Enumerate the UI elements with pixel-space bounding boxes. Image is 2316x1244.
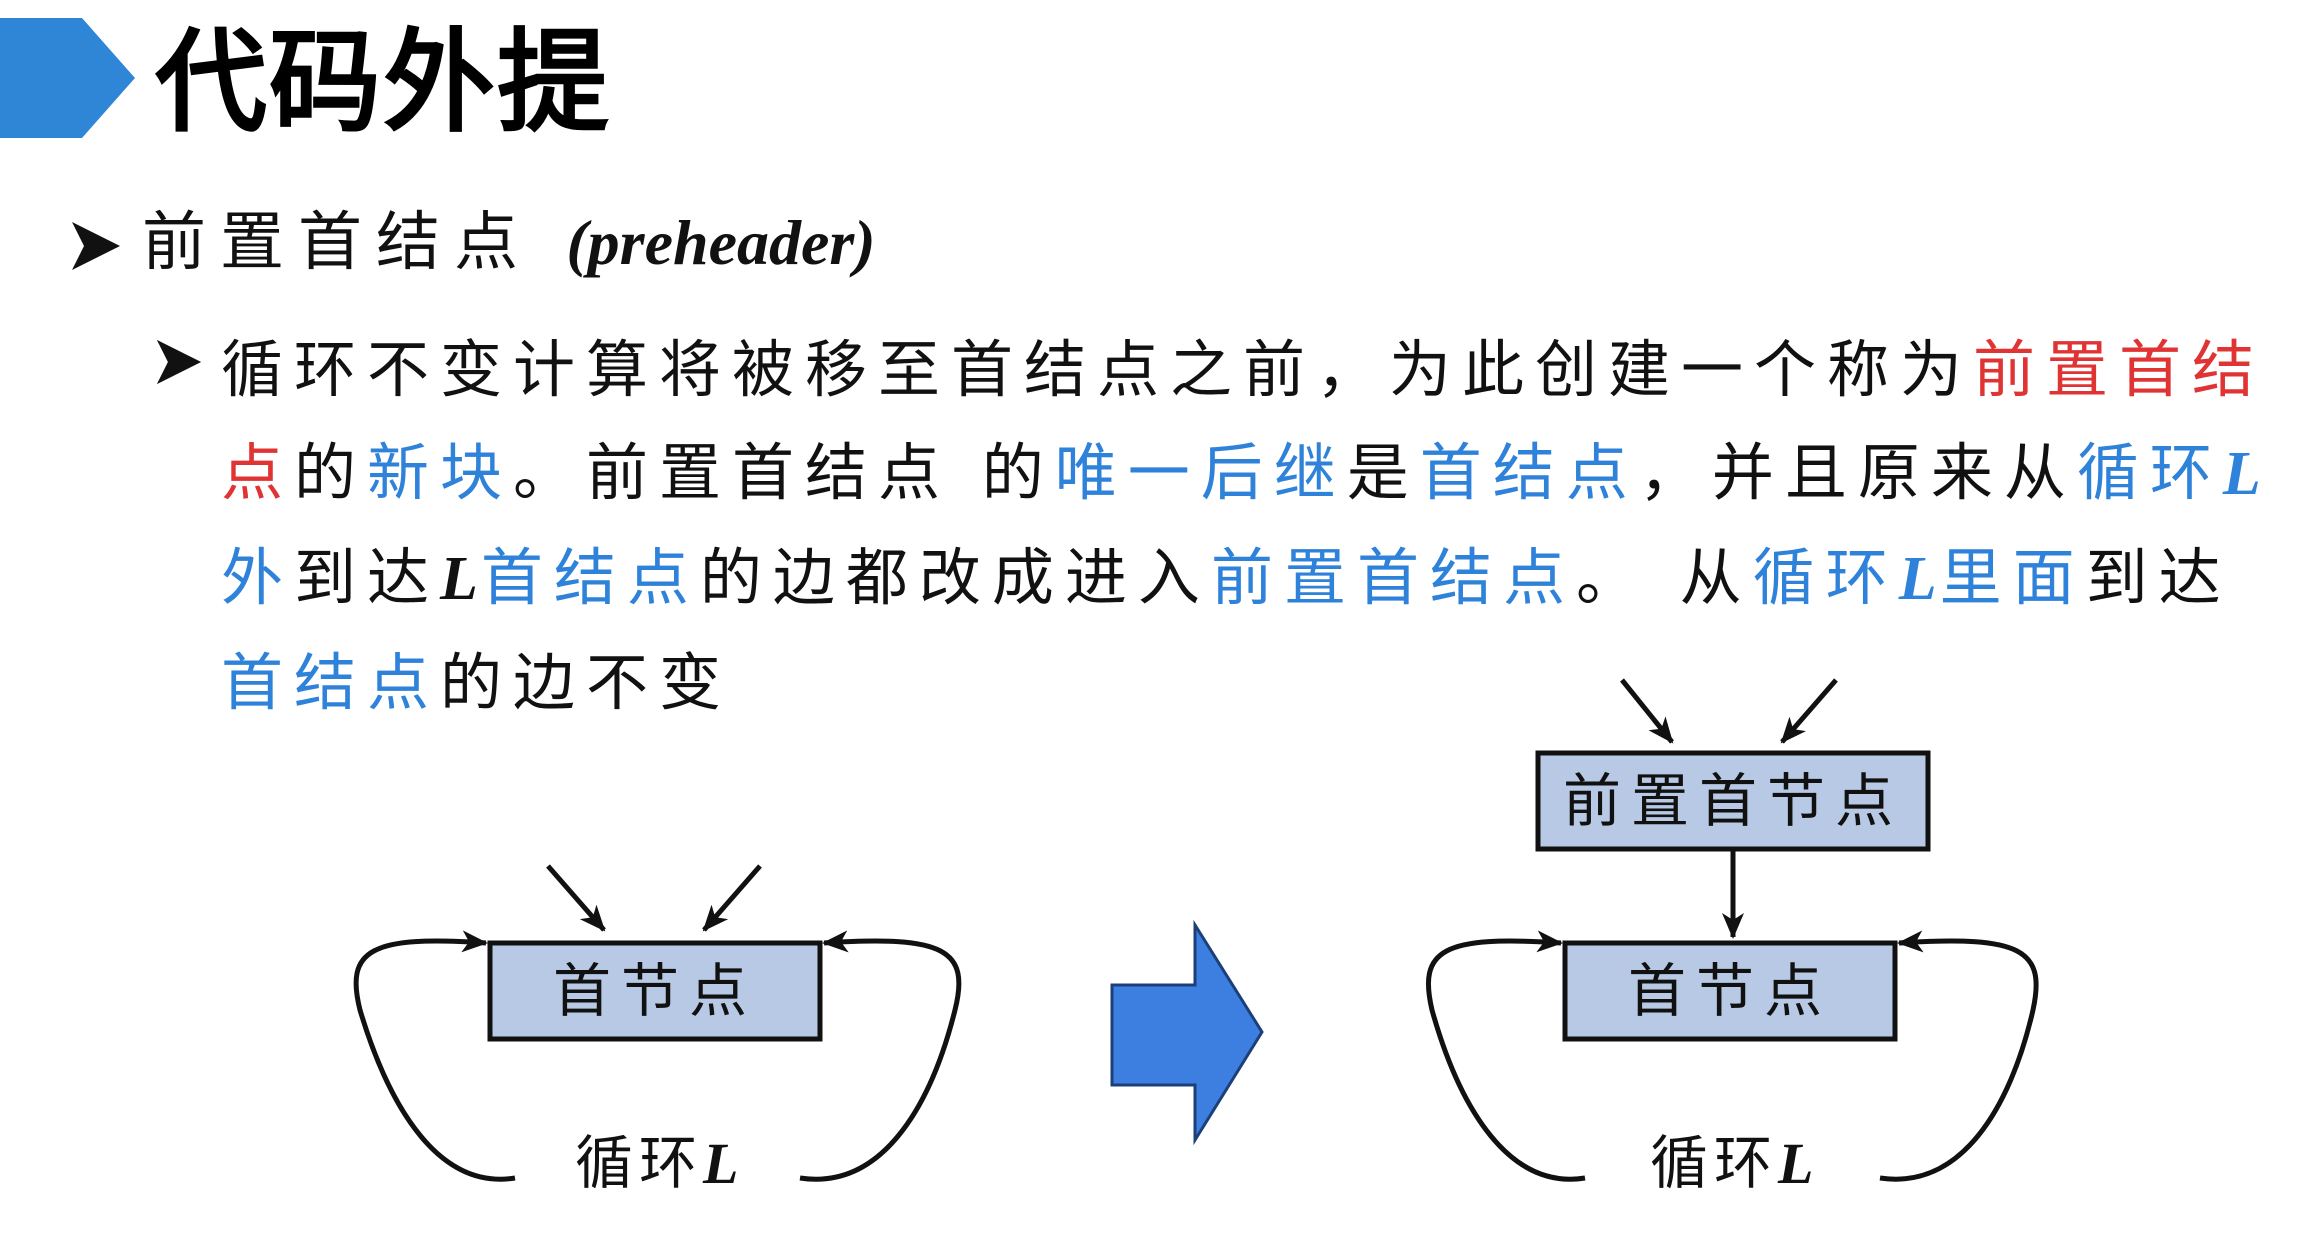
paragraph-segment-var: L: [1898, 545, 1940, 613]
back-edge-right: [1879, 930, 2039, 1182]
paragraph-segment-blue: 首结点: [221, 646, 441, 719]
paragraph-segment-blue: 首结点: [480, 541, 700, 614]
header-node: [1562, 940, 1898, 1042]
bullet-preheader: 前置首结点 (preheader): [70, 198, 876, 288]
preheader-node-label: 前置首节点: [1563, 767, 1903, 835]
paragraph-segment-red: 前置首结点: [221, 333, 2266, 509]
header-node-label: 首节点: [1628, 957, 1832, 1025]
paragraph-segment: ，并且原来从: [1638, 436, 2077, 509]
paragraph-segment: 的边不变: [440, 646, 733, 719]
paragraph-segment: 循环不变计算将被移至首结点之前，为此创建一个称为: [221, 333, 1974, 406]
page-title: 代码外提: [155, 18, 611, 148]
header-node: [487, 940, 823, 1042]
bullet-preheader-text: 前置首结点 (preheader): [142, 198, 876, 288]
paragraph-segment: 的: [294, 436, 368, 509]
bullet-preheader-english: (preheader): [566, 207, 876, 278]
arrow-bullet-icon: [72, 222, 120, 270]
incoming-edge: [702, 864, 762, 932]
arrow-bullet-icon: [156, 339, 202, 385]
loop-label-cn: 循环: [1650, 1129, 1778, 1197]
loop-label-var: L: [702, 1131, 744, 1196]
paragraph-segment-blue: 外: [221, 541, 295, 614]
paragraph-segment: 。 从: [1575, 541, 1753, 614]
back-edge-left: [1426, 930, 1586, 1182]
paragraph-segment-blue: 唯一后继: [1054, 436, 1347, 509]
paragraph-segment: 到达: [294, 541, 441, 614]
paragraph-segment-blue: 循环: [1752, 541, 1899, 614]
loop-label-var: L: [1777, 1131, 1819, 1196]
loop-label-cn: 循环: [575, 1129, 703, 1197]
description-paragraph: 循环不变计算将被移至首结点之前，为此创建一个称为前置首结点的新块。前置首结点 的…: [221, 318, 2301, 734]
paragraph-segment-blue: 首结点: [1419, 436, 1639, 509]
paragraph-segment-blue: 前置首结点: [1210, 541, 1576, 614]
after-diagram: 前置首节点 首节点 循环L: [1426, 678, 2039, 1197]
loop-label: 循环L: [1650, 1129, 1819, 1197]
paragraph-segment: 的边都改成进入: [699, 541, 1211, 614]
incoming-edge: [546, 864, 606, 932]
bullet-preheader-label: 前置首结点: [142, 206, 532, 280]
paragraph-segment-blue: 里面: [1939, 541, 2086, 614]
paragraph-segment-var: L: [2222, 440, 2264, 508]
bullet-description: 循环不变计算将被移至首结点之前，为此创建一个称为前置首结点的新块。前置首结点 的…: [155, 318, 2301, 734]
loop-label: 循环L: [575, 1129, 744, 1197]
back-edge-left: [353, 930, 516, 1182]
paragraph-segment-blue: 循环: [2076, 436, 2223, 509]
transform-arrow-icon: [1110, 919, 1264, 1146]
paragraph-segment: 是: [1346, 436, 1420, 509]
header-node-label: 首节点: [553, 957, 757, 1025]
paragraph-segment-var: L: [440, 545, 481, 613]
before-diagram: 首节点 循环L: [353, 864, 962, 1197]
title-chevron-icon: [0, 18, 135, 138]
paragraph-segment-blue: 新块: [367, 436, 514, 509]
back-edge-right: [799, 930, 962, 1182]
paragraph-segment: 。前置首结点 的: [513, 436, 1055, 509]
paragraph-segment: 到达: [2085, 541, 2232, 614]
preheader-node: [1535, 750, 1931, 852]
